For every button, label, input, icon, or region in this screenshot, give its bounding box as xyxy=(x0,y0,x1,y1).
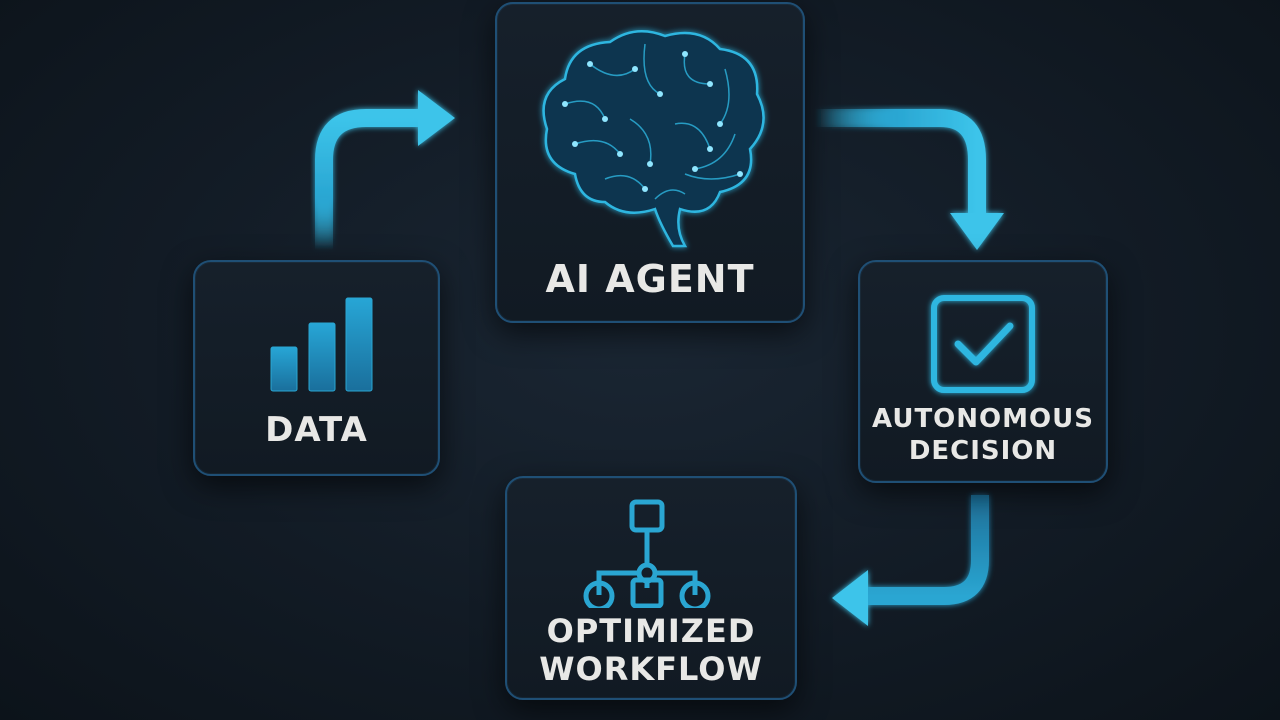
autonomous-decision-node: AUTONOMOUS DECISION xyxy=(858,260,1108,483)
optimized-workflow-label: OPTIMIZED WORKFLOW xyxy=(539,612,763,688)
optimized-workflow-node: OPTIMIZED WORKFLOW xyxy=(505,476,797,700)
arrow-data-to-agent xyxy=(315,90,455,250)
data-node: DATA xyxy=(193,260,440,476)
ai-agent-label: AI AGENT xyxy=(545,257,755,301)
autonomous-decision-label: AUTONOMOUS DECISION xyxy=(872,403,1094,467)
brain-icon xyxy=(542,29,765,248)
ai-agent-node: AI AGENT xyxy=(495,2,805,323)
label-line-2: DECISION xyxy=(908,436,1058,466)
checkbox-icon xyxy=(931,295,1035,393)
label-line-1: AUTONOMOUS xyxy=(872,404,1094,434)
flowchart-icon xyxy=(583,499,711,608)
label-line-1: OPTIMIZED xyxy=(546,612,756,650)
bar-chart-icon xyxy=(270,297,373,392)
label-line-2: WORKFLOW xyxy=(539,650,763,688)
arrow-agent-to-decision xyxy=(815,109,1004,250)
arrow-decision-to-workflow xyxy=(832,495,989,626)
data-label: DATA xyxy=(265,410,368,450)
